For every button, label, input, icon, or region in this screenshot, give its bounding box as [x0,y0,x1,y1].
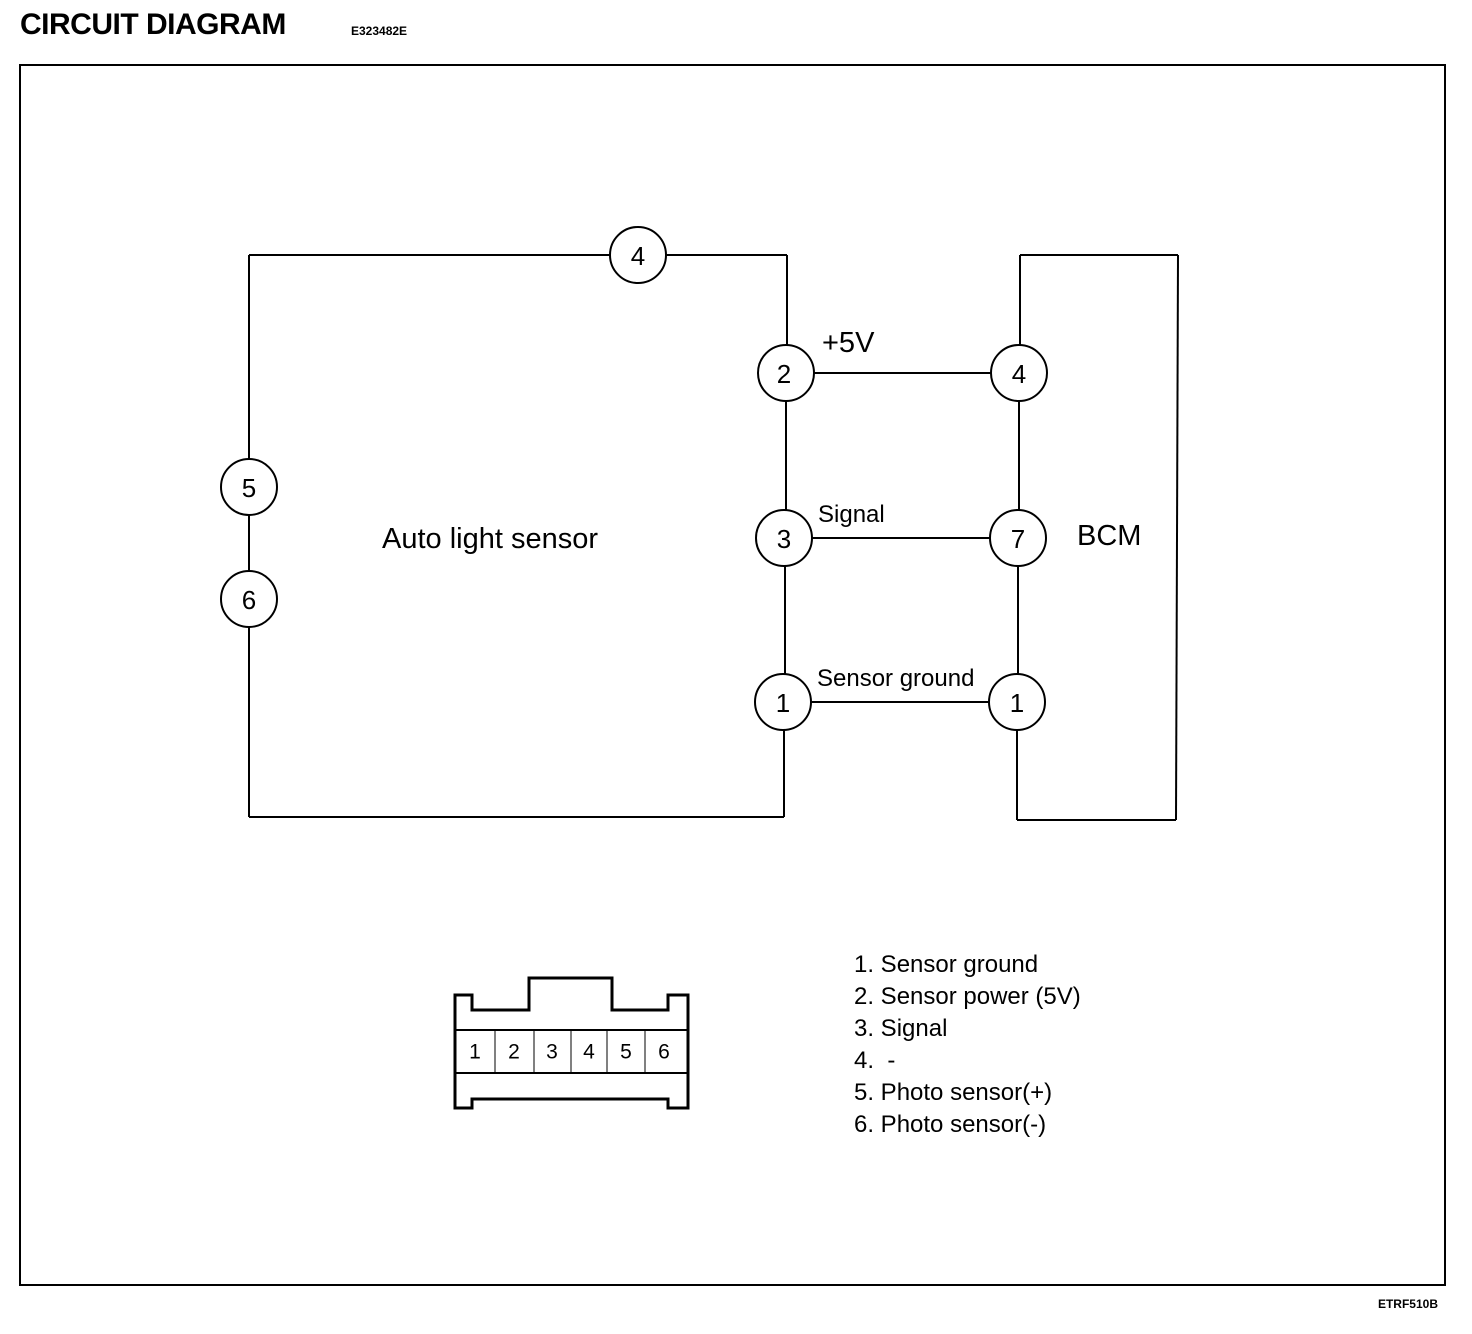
connector-cavity-5: 5 [620,1041,632,1064]
bcm-outline-right [1175,254,1179,821]
legend-item-4: 4. - [854,1047,895,1074]
bcm-pin-1-label: 1 [1010,688,1024,718]
wire-group [811,372,991,703]
diagram-frame [19,64,1446,1286]
sensor-pin-2: 2 [757,344,815,402]
bcm-pin-4-label: 4 [1012,359,1026,389]
sensor-pin-1-label: 1 [776,688,790,718]
bcm-pin-7: 7 [989,509,1047,567]
bcm-pin-1: 1 [988,673,1046,731]
sensor-pin-2-label: 2 [777,359,791,389]
sensor-pin-top-label: 4 [631,241,645,271]
wire-signal-label: Signal [818,501,885,528]
legend-item-1: 1. Sensor ground [854,951,1038,978]
legend-item-6: 6. Photo sensor(-) [854,1111,1046,1138]
document-code: E323482E [351,24,408,38]
connector-cavity-4: 4 [583,1041,595,1064]
sensor-pin-6: 6 [220,570,278,628]
sensor-pin-top: 4 [609,226,667,284]
page-title: CIRCUIT DIAGRAM [20,8,286,41]
bcm-module [1016,254,1179,821]
bcm-name-label: BCM [1077,520,1141,552]
legend-item-3: 3. Signal [854,1015,947,1042]
connector-cavity-2: 2 [508,1041,520,1064]
auto-light-sensor [248,254,788,818]
connector-outline [453,976,690,1110]
legend-item-2: 2. Sensor power (5V) [854,983,1081,1010]
legend-item-5: 5. Photo sensor(+) [854,1079,1052,1106]
connector-cavity-6: 6 [658,1041,670,1064]
sensor-pin-1: 1 [754,673,812,731]
connector-face [453,976,690,1110]
sensor-pin-5-label: 5 [242,473,256,503]
wire-ground-label: Sensor ground [817,665,974,692]
connector-cavity-3: 3 [546,1041,558,1064]
sensor-pin-6-label: 6 [242,585,256,615]
figure-reference: ETRF510B [1377,1297,1438,1311]
sensor-pin-5: 5 [220,458,278,516]
bcm-pin-7-label: 7 [1011,524,1025,554]
sensor-pin-3: 3 [755,509,813,567]
pin-legend: 1. Sensor ground 2. Sensor power (5V) 3.… [854,951,1081,1138]
sensor-pin-3-label: 3 [777,524,791,554]
wire-power-label: +5V [822,327,875,359]
sensor-name-label: Auto light sensor [382,523,598,555]
bcm-pin-4: 4 [990,344,1048,402]
connector-cavity-1: 1 [469,1041,481,1064]
